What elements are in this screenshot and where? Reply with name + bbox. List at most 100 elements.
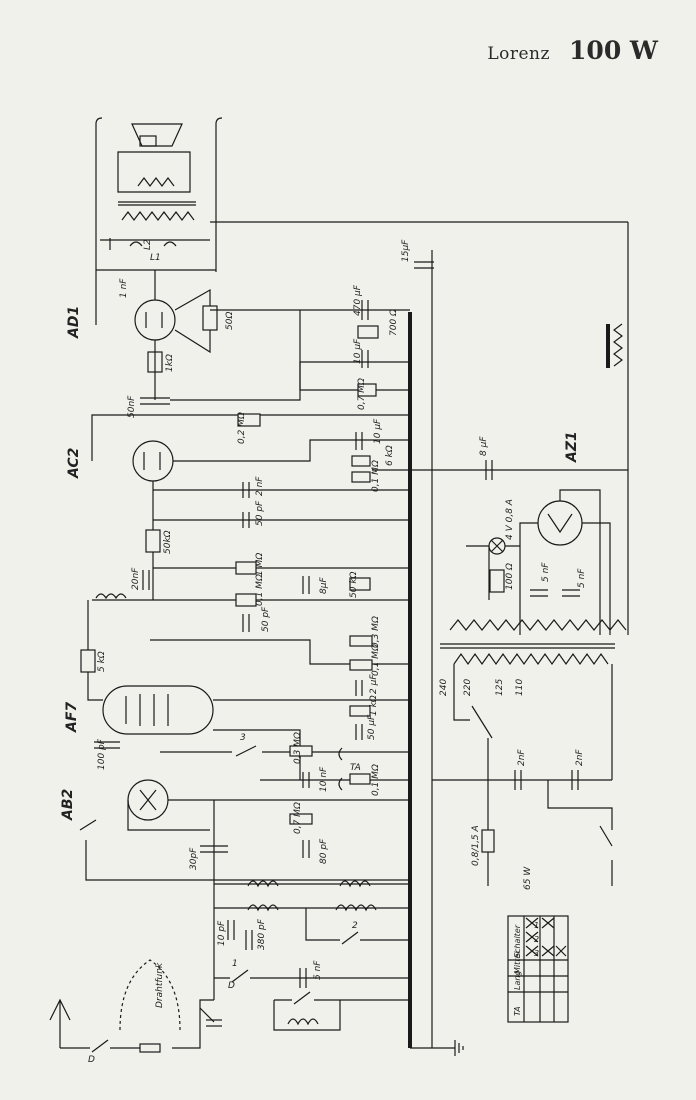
cap-10nf-ta-label: 10 nF [319,766,329,792]
ground-symbol [454,1040,464,1056]
cap-2uf-label: 2 µF [369,674,379,694]
tap-220-label: 220 [463,679,473,696]
switch-3-icon [235,745,257,757]
res-01m-af7-label: 0,1 MΩ [371,644,381,676]
l2-coil [129,241,177,247]
res-50k-lower-label: 50 kΩ [349,571,359,598]
coil-l1-label: L1 [150,253,161,263]
res-01m-ac2-label: 0,1 MΩ [255,574,265,606]
switch-d1-label: D [88,1055,95,1065]
tap-125-label: 125 [495,679,505,696]
cap-50uf-label: 50 µF [367,714,377,740]
table-row-ta: TA [513,1006,522,1016]
res-6k-label: 6 kΩ [385,445,395,466]
res-6k-icon [351,455,371,467]
table-row-mittel: Mittel [513,951,522,974]
ext-speaker-socket-left [95,117,103,125]
coil-2-icon [339,880,371,888]
ta-socket-icon[interactable] [338,747,343,791]
drahtfunk-line [119,959,181,1031]
table-mark [525,931,539,943]
output-transformer-primary [121,211,195,221]
res-07m-top-icon [357,383,377,397]
cap-50pf-ac2-label: 50 pF [255,500,265,526]
table-marks [525,917,567,957]
cap-8uf-lower-label: 8µF [319,577,329,594]
res-700-label: 700 Ω [389,309,399,336]
switch-d2-label: D [228,981,235,991]
switch-2-label: 2 [352,921,358,931]
cap-5nf-az1b-label: 5 nF [577,568,587,588]
pot-01m-icon [351,471,371,483]
cap-10uf-ac2-label: 10 µF [373,418,383,444]
transformer-primary-icon [453,652,609,666]
tube-ad1-label: AD1 [66,306,82,339]
ta-label: TA [350,763,361,773]
table-col-1: 1 [534,921,539,930]
res-50k-ac2-label: 50kΩ [163,530,173,554]
drahtfunk-choke-icon [139,1043,161,1053]
tube-ac2-label: AC2 [66,448,82,479]
switch-2-icon [341,931,359,945]
table-mark [555,945,567,957]
voltage-selector-switch-icon [471,705,493,739]
af7-tube-icon [102,685,214,735]
cap-50pf-lower-label: 50 pF [261,606,271,632]
cap-2nf-mains-b-label: 2nF [575,749,585,766]
res-700-icon [357,325,379,339]
res-03m-af7-icon [349,635,373,647]
coil-3-icon [247,904,279,912]
ext-speaker-socket-right [215,117,223,125]
res-01m-af7-icon [349,659,373,671]
speaker-coil-icon [137,177,175,187]
drahtfunk-label: Drahtfunk [155,962,165,1008]
cap-8uf-top-label: 8 µF [479,436,489,456]
res-1k-af7-label: 1 kΩ [369,695,379,716]
res-01m-ta-label: 0,1 MΩ [371,764,381,796]
res-02m-icon [237,413,261,427]
res-1m-icon [235,561,257,575]
switch-3-label: 3 [240,733,246,743]
res-50k-ac2-icon [145,529,161,553]
switch-table: Schalter Mittel Lang TA 1 2 3 [507,915,569,1023]
ad1-tube-icon [134,299,176,341]
res-02m-label: 0,2 MΩ [237,412,247,444]
cap-2nf-ac2-label: 2 nF [255,476,265,496]
pot-01m-label: 0,1 MΩ [371,460,381,492]
transformer-secondary-icon [449,619,627,631]
cap-20nf-label: 20nF [131,567,141,590]
res-03m-ta-icon [289,745,313,757]
res-100-label: 100 Ω [505,563,515,590]
coil-ac2-grid-icon [95,593,127,600]
res-100-icon [489,569,505,593]
res-5k-icon [80,649,96,673]
res-07m-ab2-icon [289,813,313,825]
cap-10pf-label: 10 pF [217,920,227,946]
cap-2nf-mains-a-label: 2nF [517,749,527,766]
mains-switch-icon[interactable] [599,825,613,847]
diagram-title: Lorenz 100 W [487,36,658,65]
tube-af7-label: AF7 [64,702,80,733]
res-03m-af7-label: 0,3 MΩ [371,616,381,648]
cap-50nf-label: 50nF [127,395,137,418]
table-mark [525,917,539,929]
res-01m-ta-icon [349,773,371,785]
ab2-trimmer-icon[interactable] [79,819,97,831]
tube-ab2-label: AB2 [60,789,76,821]
cap-380pf-label: 380 pF [257,918,267,950]
res-50k-lower-icon [349,577,371,591]
cap-15uf-label: 15µF [401,239,411,262]
table-col-2: 2 [534,935,539,944]
tube-az1-label: AZ1 [564,431,580,463]
switch-1-label: 1 [232,959,238,969]
coil-1-icon [247,880,279,888]
fuse-icon [481,829,495,853]
speaker-coil-frame [117,151,191,193]
res-07m-ab2-label: 0,7 MΩ [293,802,303,834]
model-number: 100 W [569,36,658,65]
switch-1-icon [231,969,249,983]
res-03m-ta-label: 0,3 MΩ [293,732,303,764]
switch-band-icon [293,991,311,1005]
pot-50ohm-icon [202,305,218,331]
